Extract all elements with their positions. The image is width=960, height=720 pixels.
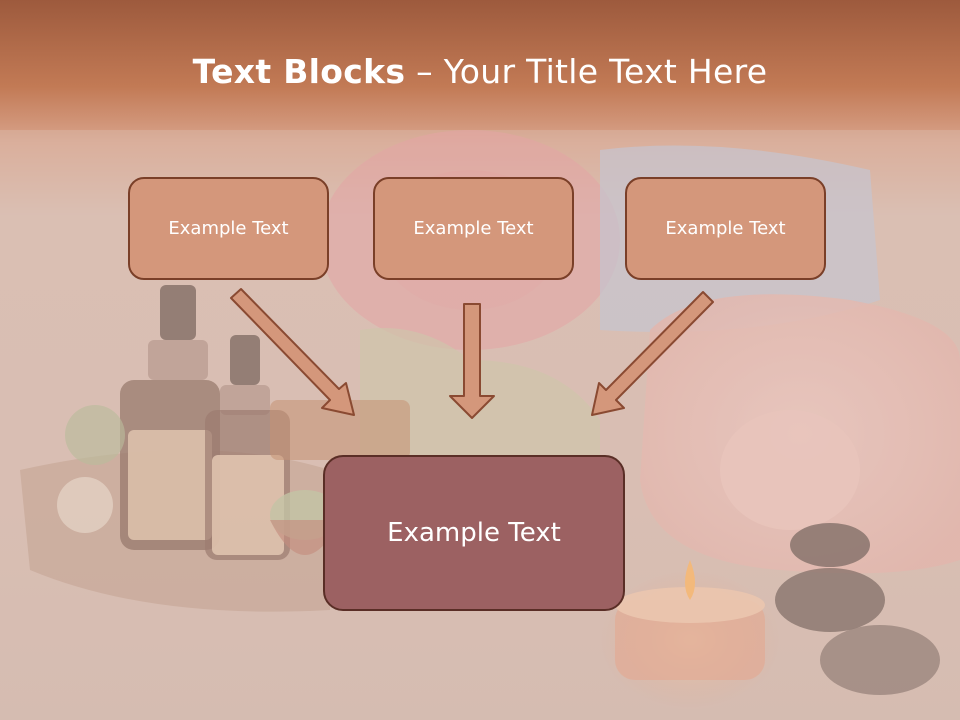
text-block-center[interactable]: Example Text (373, 177, 574, 280)
slide-title: Text Blocks – Your Title Text Here (0, 52, 960, 91)
text-block-right[interactable]: Example Text (625, 177, 826, 280)
title-bold: Text Blocks (192, 52, 406, 91)
text-block-left-label: Example Text (168, 218, 289, 239)
text-block-right-label: Example Text (665, 218, 786, 239)
title-rest: – Your Title Text Here (405, 52, 768, 91)
text-block-main-label: Example Text (387, 518, 561, 548)
text-block-left[interactable]: Example Text (128, 177, 329, 280)
text-block-center-label: Example Text (413, 218, 534, 239)
text-block-main[interactable]: Example Text (323, 455, 625, 611)
